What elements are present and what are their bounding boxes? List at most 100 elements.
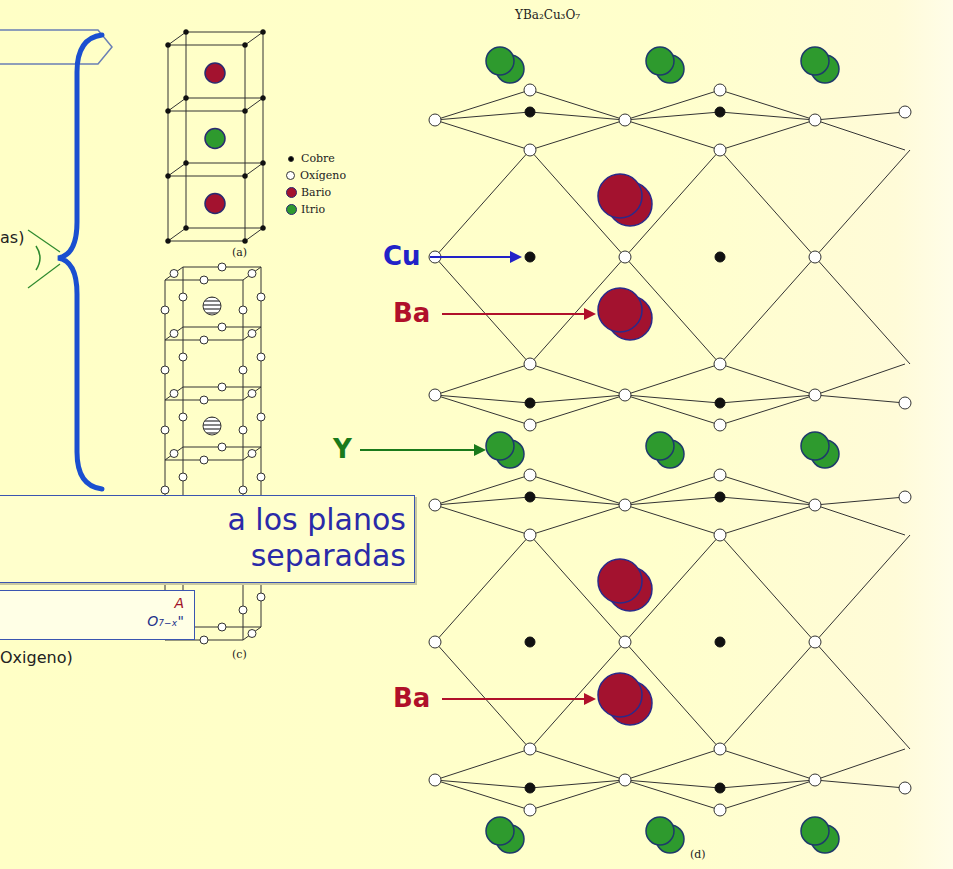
unit-cell-d-part <box>801 817 829 845</box>
unit-cell-d-part <box>625 475 720 505</box>
unit-cell-d-part <box>598 174 642 218</box>
unit-cell-d-part <box>435 475 530 505</box>
unit-cell-c-part <box>170 330 178 338</box>
unit-cell-d-part <box>720 475 815 505</box>
unit-cell-c-part <box>200 396 208 404</box>
unit-cell-a-part <box>261 30 266 35</box>
unit-cell-d-part <box>714 804 726 816</box>
unit-cell-d-part <box>809 774 821 786</box>
unit-cell-c-part <box>243 327 261 340</box>
figure-tag: (c) <box>232 648 247 661</box>
unit-cell-a-part <box>243 174 248 179</box>
unit-cell-c-part <box>161 366 169 374</box>
unit-cell-a-part <box>168 111 245 112</box>
unit-cell-d-part <box>619 389 631 401</box>
pointer-arrows-part <box>442 698 585 700</box>
unit-cell-d-part <box>714 529 726 541</box>
unit-cell-d-part <box>530 395 625 425</box>
unit-cell-d-part <box>525 252 535 262</box>
legend-row: Bario <box>286 184 346 201</box>
unit-cell-a-part <box>243 239 248 244</box>
unit-cell-c-part <box>248 630 256 638</box>
unit-cell-c-part <box>239 606 247 614</box>
legend-row: Cobre <box>286 150 346 167</box>
unit-cell-c-part <box>203 297 221 315</box>
unit-cell-d-part <box>815 780 905 788</box>
unit-cell-d-part <box>809 499 821 511</box>
unit-cell-d-part <box>524 84 536 96</box>
unit-cell-d-part <box>486 432 514 460</box>
unit-cell-c-part <box>243 387 261 400</box>
unit-cell-a-part <box>168 176 245 177</box>
callout-box: a los planos separadas <box>0 495 415 583</box>
legend-text: Cobre <box>301 152 335 165</box>
unit-cell-d-part <box>899 491 911 503</box>
unit-cell-d-part <box>815 497 905 505</box>
figure-tag: (a) <box>232 246 247 259</box>
unit-cell-c-part <box>203 417 221 435</box>
unit-cell-d-part <box>715 107 725 117</box>
unit-cell-c-part <box>170 390 178 398</box>
unit-cell-a-part <box>166 174 171 179</box>
unit-cell-c-part <box>161 486 169 494</box>
pointer-arrows-part <box>584 693 596 705</box>
unit-cell-d-part <box>429 636 441 648</box>
unit-cell-a-part <box>263 32 264 228</box>
unit-cell-a-part <box>245 163 263 176</box>
figure-tag: (d) <box>690 848 706 861</box>
unit-cell-d-part <box>524 144 536 156</box>
slide-fragments <box>0 30 112 288</box>
unit-cell-a-part <box>184 226 189 231</box>
unit-cell-c-part <box>243 627 261 640</box>
atom-label: Y <box>333 434 352 464</box>
unit-cell-d-part <box>598 559 642 603</box>
unit-cell-c-part <box>257 353 265 361</box>
unit-cell-c-part <box>200 456 208 464</box>
unit-cell-c-part <box>200 636 208 644</box>
unit-cell-d-part <box>530 475 625 505</box>
unit-cell-a <box>166 30 266 244</box>
unit-cell-d-part <box>486 47 514 75</box>
unit-cell-d-part <box>801 432 829 460</box>
unit-cell-d-part <box>809 636 821 648</box>
unit-cell-a-part <box>184 96 189 101</box>
unit-cell-d-part <box>524 419 536 431</box>
unit-cell-d-part <box>530 90 625 120</box>
unit-cell-d-part <box>715 783 725 793</box>
unit-cell-d-part <box>815 642 910 749</box>
pointer-arrows-part <box>442 313 585 315</box>
unit-cell-d-part <box>625 364 720 395</box>
atom-label: Ba <box>393 298 430 328</box>
legend-text: Itrio <box>301 203 325 216</box>
unit-cell-c-part <box>218 443 226 451</box>
unit-cell-d-part <box>429 389 441 401</box>
pointer-arrows-part <box>430 256 512 258</box>
unit-cell-d-part <box>815 257 910 364</box>
pointer-arrows-part <box>510 251 522 263</box>
unit-cell-d-part <box>525 492 535 502</box>
unit-cell-a-part <box>186 163 263 164</box>
unit-cell-a-part <box>205 129 225 149</box>
unit-cell-a-part <box>243 43 248 48</box>
unit-cell-d-part <box>720 642 815 749</box>
node-text: A <box>5 594 184 612</box>
unit-cell-d-part <box>435 364 530 395</box>
unit-cell-a-part <box>168 241 245 242</box>
unit-cell-d-part <box>899 397 911 409</box>
unit-cell-d-part <box>435 642 530 749</box>
unit-cell-d-part <box>720 780 815 810</box>
unit-cell-d-part <box>715 252 725 262</box>
unit-cell-d-part <box>435 395 530 425</box>
unit-cell-d-part <box>435 535 530 642</box>
unit-cell-d-part <box>598 673 642 717</box>
unit-cell-d-part <box>801 47 829 75</box>
legend-swatch <box>286 204 297 215</box>
unit-cell-d-part <box>530 749 625 780</box>
unit-cell-d-part <box>524 743 536 755</box>
slide-fragments-part <box>28 230 60 252</box>
unit-cell-d-part <box>714 743 726 755</box>
unit-cell-a-part <box>186 98 263 99</box>
unit-cell-c-part <box>239 306 247 314</box>
unit-cell-a-part <box>205 63 225 83</box>
